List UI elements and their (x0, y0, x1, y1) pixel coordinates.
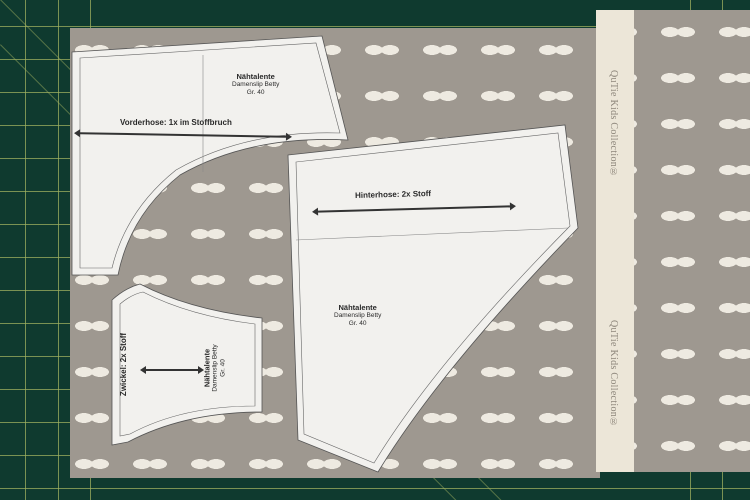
gusset-size: Gr. 40 (219, 359, 227, 377)
selvage-print-top: QuTie Kids Collection® (608, 70, 619, 179)
fabric-selvage (596, 10, 634, 472)
selvage-print-bottom: QuTie Kids Collection® (608, 320, 619, 429)
mat-grid-line (0, 26, 750, 27)
front-brand: Nähtalente (236, 72, 275, 81)
front-size: Gr. 40 (246, 89, 265, 96)
gusset-instruction: Zwickel: 2x Stoff (119, 332, 129, 397)
back-size: Gr. 40 (348, 320, 367, 327)
gusset-piece-labels: Nähtalente Damenslip Betty Gr. 40 (202, 344, 228, 392)
grainline-arrow-gusset (140, 366, 204, 374)
mat-grid-line (58, 0, 59, 500)
back-pattern-name: Damenslip Betty (334, 312, 382, 319)
front-instruction: Vorderhose: 1x im Stoffbruch (120, 118, 232, 127)
mat-grid-line (25, 0, 26, 500)
back-brand: Nähtalente (338, 303, 377, 312)
gusset-pattern-name: Damenslip Betty (211, 344, 219, 392)
gusset-brand: Nähtalente (202, 348, 212, 388)
front-piece-labels: Nähtalente Damenslip Betty Gr. 40 (232, 73, 279, 97)
front-pattern-name: Damenslip Betty (232, 81, 280, 88)
mat-grid-line (0, 488, 750, 489)
back-piece-labels: Nähtalente Damenslip Betty Gr. 40 (334, 304, 381, 328)
